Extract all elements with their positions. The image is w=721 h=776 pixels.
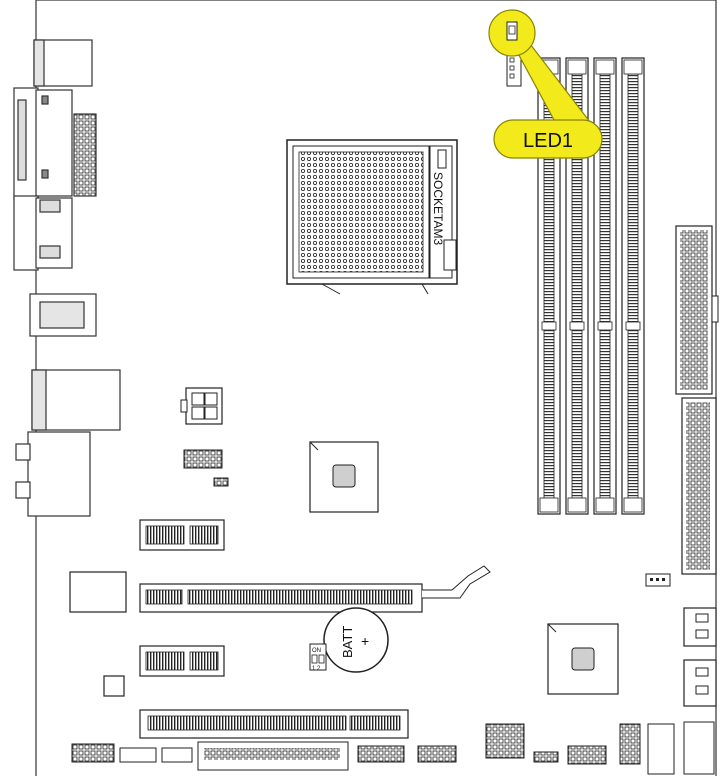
cpu-power-connector [180,387,223,425]
cpu-socket: SOCKETAM3 [286,139,458,295]
usb-port-stack [29,293,97,337]
sata-connector-2 [683,659,717,707]
sata-connector-3 [647,723,675,775]
ide-connector-right [681,397,717,575]
cmos-battery: BATT + [323,607,389,673]
pcie-x1-slot-1 [139,519,225,551]
southbridge-chip [547,623,619,695]
io-panel [13,39,121,517]
dimm-slots [537,57,645,515]
ps2-port [33,39,93,87]
tpm-header [619,723,641,765]
battery-sign: + [361,633,369,649]
sata-connector-4 [683,721,715,775]
com-header [73,113,97,197]
dip-number-label: 1 2 [312,666,321,672]
front-usb-header-2 [357,745,405,763]
bottom-headers [71,721,715,775]
led-header [506,53,522,87]
system-fan-header [645,573,671,587]
cd-in-header [119,747,157,763]
pcie-x1-slot-2 [139,645,225,677]
vga-port [13,87,73,201]
sata-connector-1 [683,607,717,647]
led1-callout: LED1 [488,9,603,159]
spdif-header [161,747,193,763]
pcie-x16-slot [139,565,491,613]
floppy-pins [204,748,340,760]
dimm-slot [593,57,617,515]
lan-port [31,369,121,431]
dimm-slot [621,57,645,515]
socket-label: SOCKETAM3 [431,172,445,245]
small-chip [103,675,125,697]
audio-jacks [15,431,91,517]
battery-label: BATT [340,626,355,658]
front-panel-header [567,745,607,765]
front-usb-header-3 [417,745,457,763]
dip-on-label: ON [312,648,321,654]
front-audio-header [71,743,115,763]
northbridge-chip [309,441,379,513]
jumper-small-1 [213,477,229,487]
jumper-small-2 [533,751,559,763]
atx-power-connector [675,225,719,395]
dvi-port [13,195,73,271]
front-usb-header-4 [485,723,525,759]
front-usb-header-1 [183,449,223,469]
led1-label: LED1 [523,130,573,152]
pci-slot [139,709,409,739]
dimm-slot [565,57,589,515]
audio-codec-chip [69,571,127,613]
dip-switch: ON 1 2 [309,643,327,672]
